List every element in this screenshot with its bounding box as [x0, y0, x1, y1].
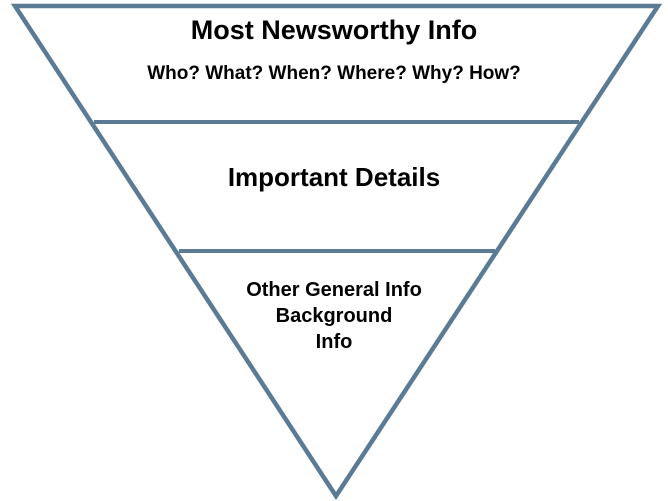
tier-3-text: Other General Info Background Info [0, 277, 668, 355]
tier-2-title: Important Details [227, 162, 441, 192]
tier-3-line-3: Info [315, 331, 353, 353]
tier-1-title: Most Newsworthy Info [190, 15, 478, 45]
tier-3-line-2: Background [275, 305, 393, 327]
tier-1-subtitle: Who? What? When? Where? Why? How? [147, 63, 521, 84]
tier-3-line-1: Other General Info [246, 279, 422, 301]
